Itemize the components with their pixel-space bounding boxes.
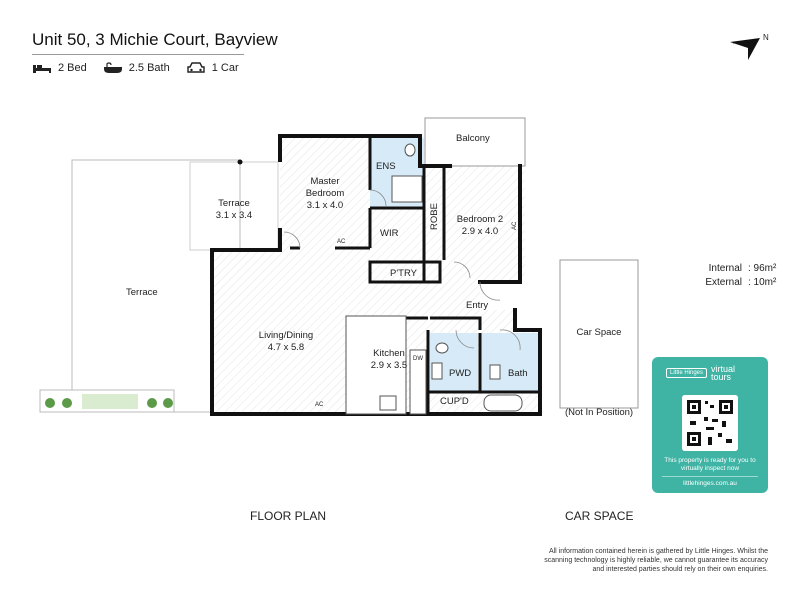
ensuite-label: ENS — [376, 161, 396, 172]
feature-bath: 2.5 Bath — [103, 62, 170, 74]
north-arrow-icon — [730, 38, 760, 60]
plant-icon — [163, 398, 173, 408]
feature-bed-label: 2 Bed — [58, 62, 87, 74]
car-space-note: (Not In Position) — [565, 407, 633, 418]
car-space-section-label: CAR SPACE — [565, 509, 634, 523]
area-row-internal: Internal : 96m² — [700, 262, 777, 276]
master-bedroom-size: 3.1 x 4.0 — [307, 200, 343, 211]
toilet-icon — [435, 342, 449, 354]
shower-icon — [391, 175, 423, 203]
feature-bed: 2 Bed — [32, 62, 87, 74]
bedroom2-size: 2.9 x 4.0 — [462, 226, 498, 237]
cupboard-label: CUP'D — [440, 396, 469, 407]
pwd-label: PWD — [449, 368, 471, 379]
bath-floor — [480, 333, 538, 391]
toilet-icon — [404, 143, 416, 157]
ac-label-bedroom2: AC — [512, 221, 518, 230]
master-bedroom-name2: Bedroom — [306, 188, 345, 199]
area-row-external: External : 10m² — [700, 276, 776, 290]
terrace-small-name: Terrace — [218, 198, 250, 209]
area-stats: Internal : 96m² External : 10m² — [700, 262, 776, 290]
feature-list: 2 Bed 2.5 Bath 1 Car — [32, 62, 239, 74]
virtual-tour-divider — [662, 476, 758, 477]
plant-icon — [147, 398, 157, 408]
ac-label-living: AC — [315, 402, 324, 408]
terrace-large-label: Terrace — [126, 287, 158, 298]
entry-label: Entry — [466, 300, 488, 311]
car-space-label: Car Space — [577, 327, 622, 338]
plant-icon — [45, 398, 55, 408]
living-dining-name: Living/Dining — [259, 330, 313, 341]
feature-bath-label: 2.5 Bath — [128, 62, 170, 74]
kitchen-bench — [345, 315, 407, 415]
robe-label: ROBE — [429, 203, 440, 230]
area-value: : 96m² — [748, 263, 777, 274]
terrace-post — [237, 159, 243, 165]
kitchen-name: Kitchen — [373, 348, 405, 359]
interior-walls — [290, 136, 540, 414]
bed-icon — [33, 65, 51, 73]
vanity-icon — [489, 364, 501, 380]
cooktop-icon — [379, 395, 397, 411]
car-icon — [187, 62, 205, 73]
car-space-outline — [559, 259, 639, 409]
product-line2: tours — [711, 372, 732, 382]
living-dining-size: 4.7 x 5.8 — [268, 342, 304, 353]
pwd-floor — [430, 333, 478, 391]
bath-icon — [103, 62, 122, 73]
qr-code-icon[interactable] — [682, 395, 738, 451]
brand-badge: Little Hinges — [666, 368, 708, 378]
pantry-label: P'TRY — [390, 268, 418, 279]
virtual-tour-url[interactable]: littlehinges.com.au — [683, 480, 737, 487]
plant-icon — [62, 398, 72, 408]
title-divider — [32, 54, 244, 55]
virtual-tour-card[interactable]: Little Hinges virtual tours This propert… — [652, 357, 768, 493]
dishwasher-label: DW — [413, 356, 423, 362]
area-value: : 10m² — [748, 277, 777, 288]
feature-car-label: 1 Car — [211, 62, 239, 74]
kitchen-counter — [409, 349, 427, 415]
area-label: External — [705, 277, 742, 288]
kitchen-size: 2.9 x 3.5 — [371, 360, 407, 371]
vanity-icon — [431, 362, 443, 380]
wir-label: WIR — [380, 228, 399, 239]
planter-bed — [82, 394, 138, 409]
terrace-small-size: 3.1 x 3.4 — [216, 210, 252, 221]
product-name: virtual tours — [711, 364, 736, 382]
balcony-outline — [424, 117, 526, 167]
product-line1: virtual — [711, 364, 736, 374]
virtual-tour-message: This property is ready for you to virtua… — [664, 457, 756, 472]
door-swings — [283, 189, 521, 351]
bedroom2-name: Bedroom 2 — [457, 214, 503, 225]
floor-plan-label: FLOOR PLAN — [250, 509, 327, 523]
virtual-tour-logo: Little Hinges virtual tours — [666, 364, 736, 382]
compass-label: N — [763, 33, 769, 42]
disclaimer: All information contained herein is gath… — [544, 548, 768, 573]
balcony-label: Balcony — [456, 133, 490, 144]
area-label: Internal — [708, 263, 742, 274]
bathtub-icon — [483, 394, 523, 412]
feature-car: 1 Car — [186, 62, 239, 74]
property-title: Unit 50, 3 Michie Court, Bayview — [32, 30, 278, 49]
master-bedroom-name: Master — [310, 176, 339, 187]
bath-label: Bath — [508, 368, 528, 379]
ac-label-master: AC — [337, 239, 346, 245]
